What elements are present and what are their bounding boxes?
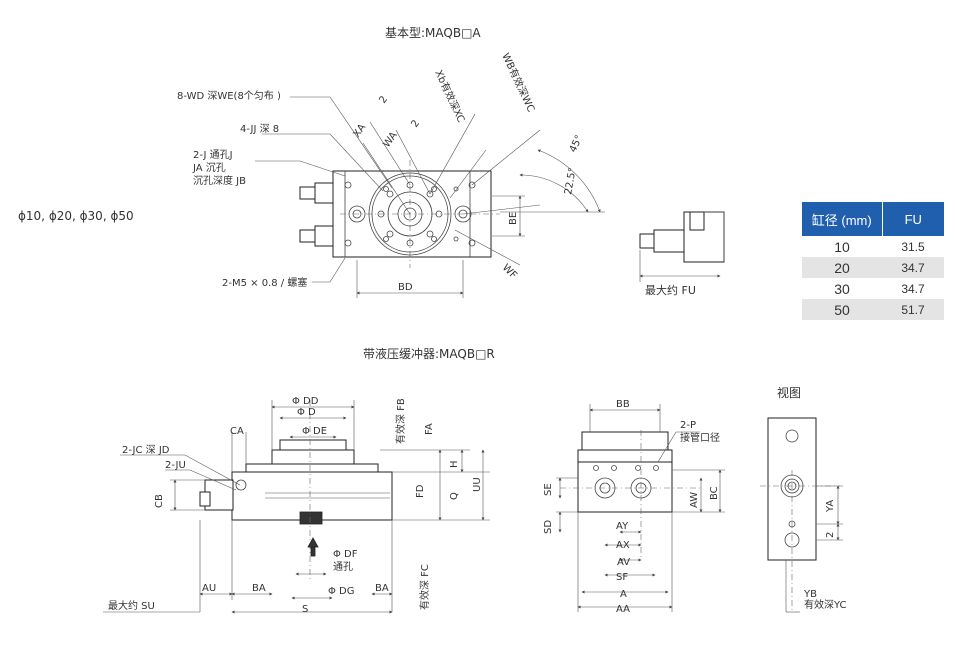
label-xa: XA: [351, 122, 368, 140]
label-p2: 接管口径: [680, 431, 720, 444]
label-ba-1: BA: [252, 583, 266, 594]
fu-table-bore-cell: 10: [834, 238, 850, 255]
label-ax: AX: [616, 540, 630, 551]
label-fu: 最大约 FU: [645, 283, 696, 297]
label-2-right: 2: [825, 532, 836, 538]
label-ay: AY: [616, 521, 629, 532]
fu-side-view: [639, 211, 725, 282]
label-jc: 2-JC 深 JD: [122, 444, 170, 456]
label-22-5: 22.5°: [563, 167, 579, 196]
label-au: AU: [202, 583, 216, 594]
label-su: 最大约 SU: [108, 599, 155, 612]
label-aa: AA: [616, 604, 630, 615]
label-wb: WB有效深WC: [499, 51, 538, 114]
label-a: A: [620, 589, 627, 600]
label-s: S: [302, 604, 308, 615]
fu-table-fu-cell: 51.7: [882, 299, 944, 320]
label-dd: Φ DD: [292, 396, 319, 407]
label-fc: 有效深 FC: [418, 564, 431, 610]
label-be: BE: [508, 212, 519, 225]
label-h: H: [449, 460, 460, 468]
label-fb: 有效深 FB: [394, 398, 407, 444]
label-av: AV: [617, 557, 630, 568]
label-sd: SD: [543, 520, 554, 534]
label-fd: FD: [415, 484, 426, 498]
label-aw: AW: [689, 492, 700, 508]
top-title: 基本型:MAQB□A: [385, 26, 481, 40]
label-se: SE: [543, 483, 554, 496]
label-ba-2: BA: [375, 583, 389, 594]
side-view-drawing: [103, 400, 490, 614]
label-fa: FA: [424, 423, 435, 435]
fu-table-bore-cell: 50: [802, 299, 882, 320]
table-row: 50 51.7: [802, 299, 944, 320]
label-dg: Φ DG: [328, 586, 355, 597]
label-2a: 2: [377, 94, 390, 106]
fu-table-bore-cell: 20: [802, 257, 882, 278]
label-yb: YB: [803, 589, 817, 600]
label-xb: Xb有效深XC: [432, 68, 468, 125]
label-p1: 2-P: [680, 420, 696, 431]
label-j1: 2-J 通孔J: [193, 149, 233, 161]
label-m5: 2-M5 × 0.8 / 螺塞: [222, 276, 307, 289]
label-j2: JA 沉孔: [192, 161, 226, 174]
bore-sizes-label: ϕ10, ϕ20, ϕ30, ϕ50: [18, 209, 134, 223]
top-view-drawing: [255, 96, 605, 298]
view-title: 视图: [777, 385, 801, 400]
bottom-title: 带液压缓冲器:MAQB□R: [363, 346, 495, 361]
label-de: Φ DE: [302, 426, 327, 437]
label-wf: WF: [500, 262, 519, 281]
table-row: 30 34.7: [802, 278, 944, 299]
front-view-drawing: [556, 404, 725, 612]
label-bc: BC: [709, 486, 720, 500]
label-uu: UU: [472, 477, 483, 492]
label-df: Φ DF: [333, 549, 358, 560]
fu-table-header-bore: 缸径 (mm): [802, 202, 883, 236]
label-bb: BB: [616, 399, 630, 410]
label-bd: BD: [398, 282, 413, 293]
label-yc: 有效深YC: [804, 598, 847, 611]
label-2b: 2: [409, 118, 422, 130]
fu-table-bore-cell: 30: [834, 280, 850, 297]
fu-table-fu-cell: 31.5: [901, 239, 925, 254]
label-ca: CA: [230, 426, 244, 437]
label-j3: 沉孔深度 JB: [193, 174, 246, 187]
table-row: 10 31.5: [802, 236, 944, 257]
label-d: Φ D: [297, 407, 316, 418]
label-df2: 通孔: [333, 561, 353, 573]
table-row: 20 34.7: [802, 257, 944, 278]
label-sf: SF: [616, 572, 628, 583]
label-ya: YA: [825, 500, 836, 513]
fu-table-fu-cell: 34.7: [901, 281, 925, 296]
label-cb: CB: [154, 494, 165, 508]
fu-table: 缸径 (mm) FU 10 31.5 20 34.7 30 34.7 50 51…: [802, 202, 944, 320]
label-45: 45°: [568, 134, 585, 155]
label-ju: 2-JU: [165, 460, 186, 471]
label-wa: WA: [381, 130, 399, 150]
fu-table-header-fu: FU: [882, 202, 944, 236]
label-q: Q: [449, 492, 460, 500]
label-jj: 4-JJ 深 8: [240, 123, 279, 135]
label-wd: 8-WD 深WE(8个匀布 ): [177, 90, 281, 102]
fu-table-fu-cell: 34.7: [882, 257, 944, 278]
fu-table-header-row: 缸径 (mm) FU: [802, 202, 944, 236]
port-view-drawing: [760, 417, 843, 613]
